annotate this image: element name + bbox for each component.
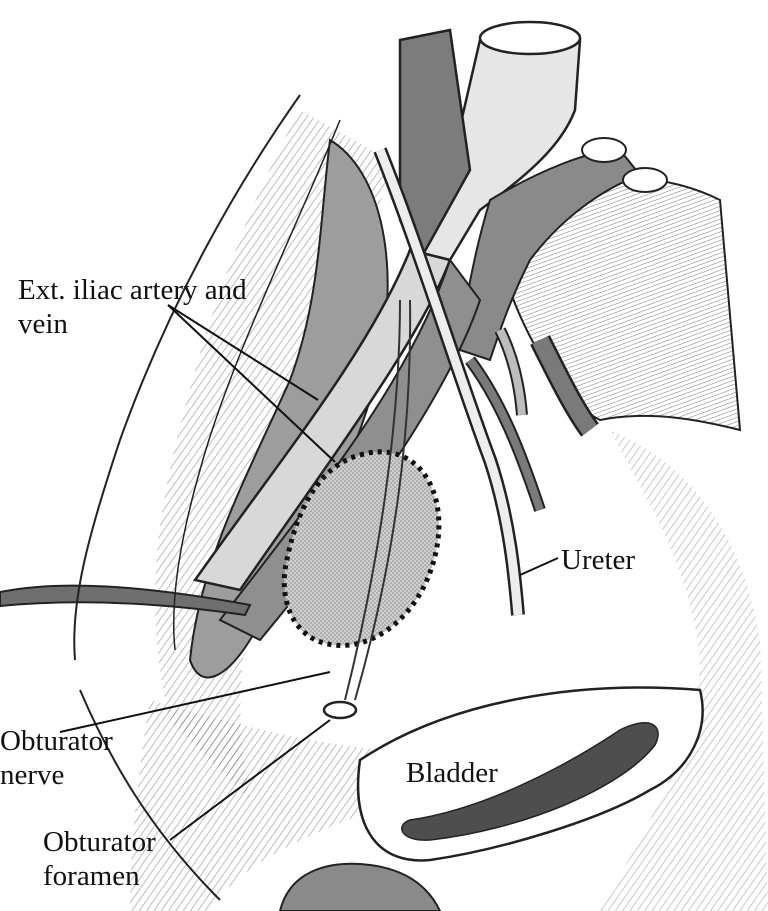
external-iliac-artery	[192, 248, 452, 592]
obturator-nerve	[344, 299, 401, 701]
vessel-cut-upper	[581, 137, 627, 163]
label-ext-iliac-line1: Ext. iliac artery and	[18, 274, 247, 306]
leader-obturator-foramen	[169, 719, 331, 841]
bladder-lumen	[401, 722, 659, 841]
lymph-node-packet	[281, 449, 442, 648]
branch-vessel-2-core	[532, 336, 597, 436]
leader-obturator-nerve	[59, 671, 331, 733]
external-iliac-vein	[218, 257, 482, 642]
label-obturator-foramen-line2: foramen	[43, 860, 140, 892]
common-iliac-artery	[408, 38, 582, 262]
round-ligament	[0, 584, 252, 617]
aorta-opening	[478, 20, 582, 56]
rectum	[278, 862, 442, 911]
label-obturator-foramen: Obturator foramen	[43, 825, 156, 893]
outline-stroke-1	[73, 94, 301, 661]
leader-ext-iliac-artery	[167, 304, 319, 401]
leader-ureter	[519, 557, 559, 576]
branch-vessel-core	[496, 328, 526, 416]
uterine-vessels-core	[466, 357, 544, 512]
label-obturator-nerve-line2: nerve	[0, 759, 65, 791]
ureter-core	[375, 148, 523, 616]
label-ureter: Ureter	[561, 544, 636, 576]
leader-ext-iliac-vein	[167, 304, 336, 463]
label-obturator-foramen-line1: Obturator	[43, 826, 156, 858]
label-bladder: Bladder	[406, 757, 498, 789]
obturator-foramen-opening	[322, 700, 358, 720]
label-obturator-nerve-line1: Obturator	[0, 725, 113, 757]
right-pelvic-wall	[600, 430, 768, 911]
label-obturator-nerve: Obturator nerve	[0, 724, 113, 792]
outline-stroke-2	[173, 119, 341, 651]
label-ext-iliac-line2: vein	[18, 308, 68, 340]
pelvic-floor	[130, 700, 400, 911]
vessel-cut-lower	[622, 167, 668, 193]
obturator-nerve-2	[354, 299, 412, 701]
outline-stroke-3	[79, 689, 221, 901]
label-ext-iliac-artery-and-vein: Ext. iliac artery and vein	[18, 273, 247, 341]
